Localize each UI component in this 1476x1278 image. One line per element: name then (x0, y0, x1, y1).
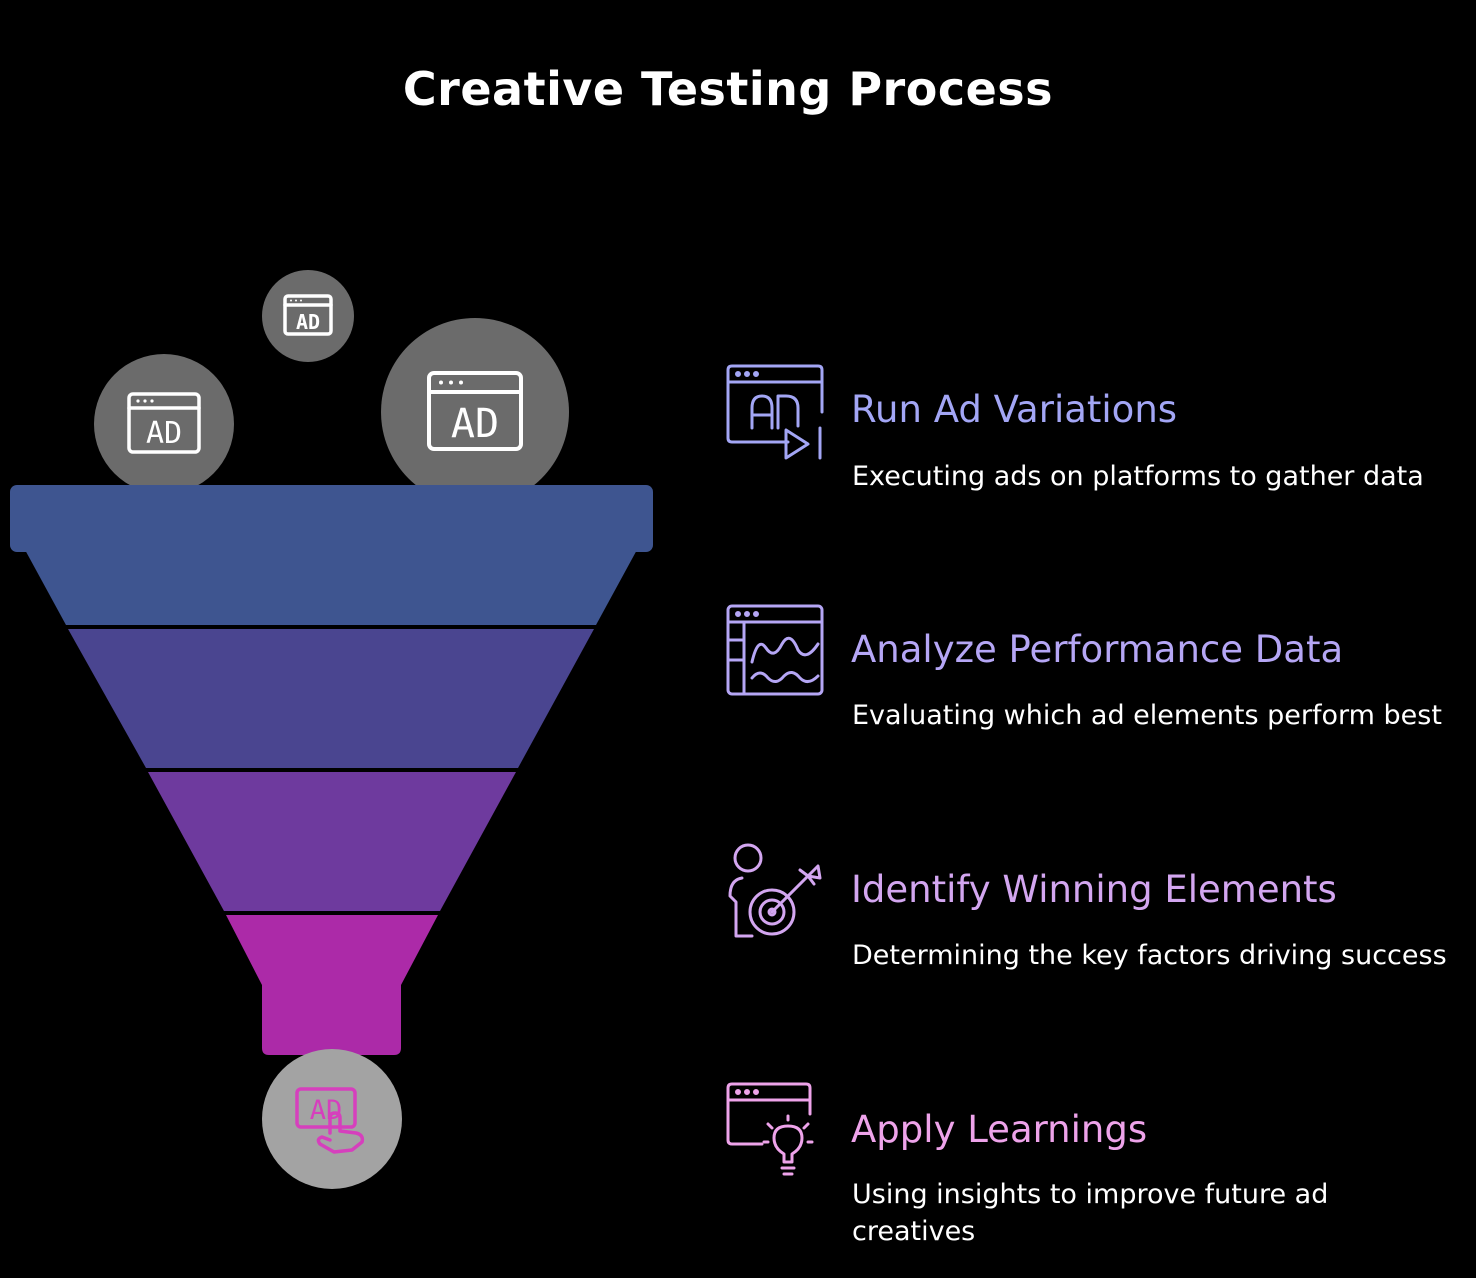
funnel-rim (10, 485, 653, 552)
lightbulb-window-icon (726, 1082, 814, 1176)
step-title-analyze-performance-data: Analyze Performance Data (851, 628, 1344, 671)
step-title-run-ad-variations: Run Ad Variations (851, 388, 1178, 431)
svg-text:AD: AD (451, 401, 499, 447)
step-description-analyze-performance-data: Evaluating which ad elements perform bes… (852, 700, 1442, 731)
input-circle-right: AD (381, 318, 569, 506)
funnel-band-2 (68, 629, 594, 768)
step-title-identify-winning-elements: Identify Winning Elements (851, 868, 1337, 911)
svg-text:AD: AD (146, 416, 182, 451)
step-description-apply-learnings: Using insights to improve future ad crea… (852, 1179, 1329, 1247)
input-circle-small: AD (262, 270, 354, 362)
ad-video-icon (726, 364, 824, 460)
svg-text:AD: AD (310, 1095, 343, 1126)
ad-window-icon: AD (427, 371, 523, 451)
funnel-band-1 (24, 548, 638, 625)
svg-text:AD: AD (296, 310, 320, 334)
funnel-band-4 (226, 915, 438, 1055)
funnel-band-3 (148, 772, 516, 911)
output-circle: AD (262, 1049, 402, 1189)
input-circle-left: AD (94, 354, 234, 494)
ad-window-icon: AD (283, 294, 333, 336)
ad-click-icon: AD (295, 1087, 365, 1154)
step-title-apply-learnings: Apply Learnings (851, 1108, 1148, 1151)
target-person-icon (728, 843, 822, 938)
step-description-identify-winning-elements: Determining the key factors driving succ… (852, 940, 1447, 971)
funnel-diagram: AD AD AD AD (10, 270, 653, 1189)
step-description-run-ad-variations: Executing ads on platforms to gather dat… (852, 461, 1424, 492)
page-title: Creative Testing Process (402, 62, 1054, 116)
ad-window-icon: AD (127, 392, 201, 454)
data-chart-icon (726, 604, 824, 696)
